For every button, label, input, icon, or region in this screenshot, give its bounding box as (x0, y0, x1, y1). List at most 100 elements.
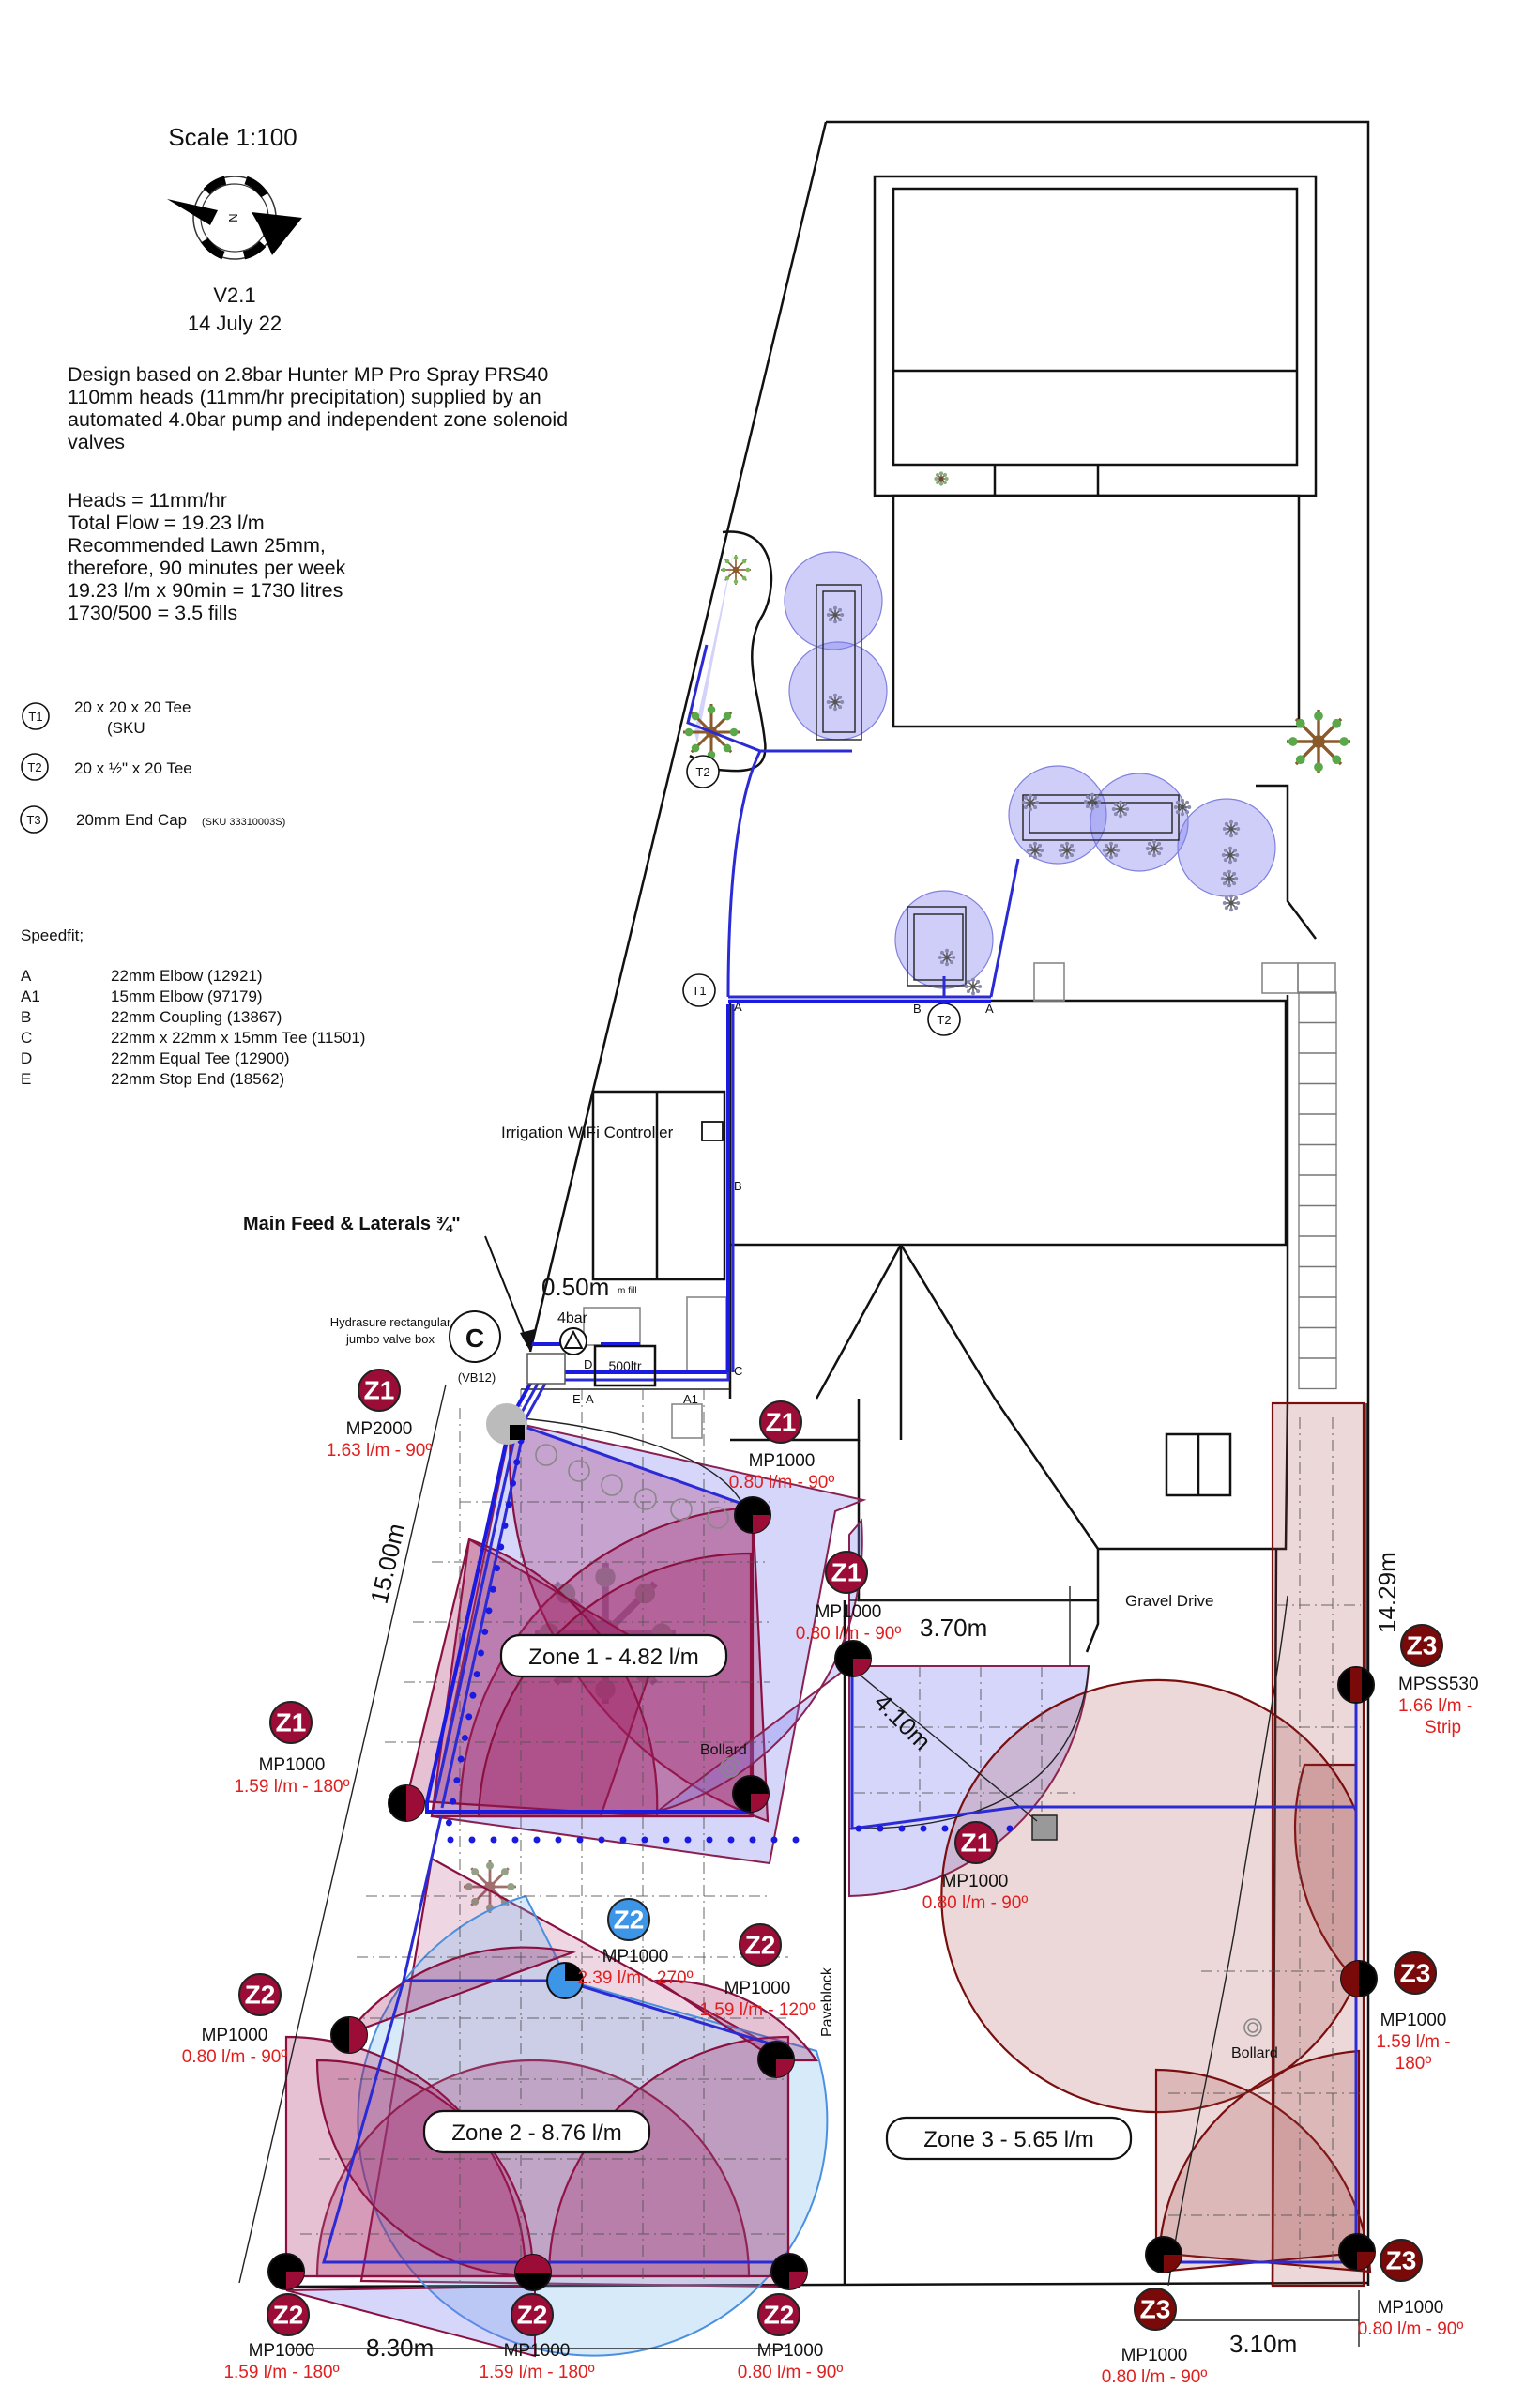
calc-line: Total Flow = 19.23 l/m (68, 512, 265, 534)
sprinkler-head-icon (732, 1775, 770, 1813)
svg-text:A: A (586, 1392, 594, 1406)
sprinkler-head-icon (757, 2041, 795, 2078)
svg-text:T3: T3 (26, 813, 40, 827)
tree-icon (721, 555, 751, 585)
north-arrow-icon: N (167, 176, 302, 260)
fill-dimension: 0.50m (541, 1273, 609, 1301)
sprinkler-head-icon (1338, 2233, 1376, 2271)
svg-text:Hydrasure rectangular: Hydrasure rectangular (330, 1315, 451, 1329)
zone-badge-label: Z2 (745, 1931, 776, 1960)
svg-text:T2: T2 (937, 1013, 951, 1027)
tree-icon (1173, 798, 1192, 817)
zone-badge-label: Z1 (766, 1408, 797, 1437)
calc-line: Recommended Lawn 25mm, (68, 534, 326, 557)
zone-badge (1134, 2288, 1177, 2331)
tree-icon (1102, 841, 1121, 860)
dimension-15m: 15.00m (365, 1521, 411, 1606)
pump-label: 4bar (557, 1310, 588, 1326)
zone-badge (1380, 2239, 1423, 2282)
head-flow: 1.59 l/m - 120º (699, 2000, 815, 2020)
design-notes: Design based on 2.8bar Hunter MP Pro Spr… (68, 363, 568, 453)
svg-text:(SKU 33310003S): (SKU 33310003S) (202, 817, 285, 828)
dimension-3-70m: 3.70m (920, 1614, 987, 1642)
tree-icon (1220, 869, 1239, 888)
tree-icon (826, 605, 845, 624)
pipe-network (322, 644, 1358, 2264)
zone-badge (954, 1821, 998, 1864)
planting-areas (784, 551, 1317, 989)
calculations: Heads = 11mm/hr Total Flow = 19.23 l/m R… (68, 489, 346, 624)
head-flow: 1.59 l/m - (1376, 2032, 1450, 2052)
tree-icon (1026, 841, 1044, 860)
speedfit-code: C (21, 1029, 32, 1047)
sprinkler-heads (267, 1496, 1378, 2291)
tree-icon (1222, 894, 1241, 912)
svg-text:Zone 2 - 8.76 l/m: Zone 2 - 8.76 l/m (451, 2120, 621, 2146)
zone3-coverage (940, 1401, 1372, 2288)
sprinkler-head-icon (267, 2253, 305, 2290)
tree-icon (1222, 819, 1241, 838)
svg-text:(SKU: (SKU (107, 719, 145, 737)
tree-icon (934, 471, 949, 486)
tee-marker-t1: T1 (682, 973, 716, 1007)
controller-label: Irrigation WiFi Controller (501, 1124, 674, 1141)
tree-icon (1287, 710, 1350, 773)
head-model: MP1000 (602, 1947, 669, 1967)
zone-badge (739, 1923, 782, 1967)
tee-marker-t2: T2 (686, 755, 720, 788)
zone-badge-label: Z2 (517, 2301, 548, 2330)
tee-marker-t2: T2 (927, 1003, 961, 1036)
dimension-8-30m: 8.30m (366, 2334, 434, 2362)
svg-text:A1: A1 (683, 1392, 698, 1406)
sprinkler-head-icon (834, 1640, 872, 1677)
tree-icon (1221, 846, 1240, 865)
gravel-drive-label: Gravel Drive (1125, 1592, 1213, 1610)
zone-badge (759, 1400, 802, 1444)
drain-icon (1031, 1814, 1058, 1841)
zone-badge (267, 2293, 310, 2336)
head-model: MP2000 (346, 1419, 413, 1439)
zone-badge (1394, 1951, 1437, 1995)
speedfit-desc: 22mm Equal Tee (12900) (111, 1049, 290, 1067)
svg-text:Zone 1 - 4.82 l/m: Zone 1 - 4.82 l/m (528, 1645, 698, 1670)
zone-badge (1400, 1624, 1443, 1667)
svg-text:C: C (734, 1364, 742, 1378)
head-flow: 2.39 l/m - 270º (577, 1968, 693, 1988)
dimension-3-10m: 3.10m (1229, 2330, 1297, 2358)
svg-text:20 x 20 x 20 Tee: 20 x 20 x 20 Tee (74, 698, 191, 716)
tree-icon (964, 977, 983, 996)
design-note-line: 110mm heads (11mm/hr precipitation) supp… (68, 386, 541, 408)
bollard-label: Bollard (700, 1742, 747, 1758)
zone-badge-label: Z2 (273, 2301, 304, 2330)
head-model: MP1000 (1121, 2346, 1188, 2365)
svg-text:Zone 3 - 5.65 l/m: Zone 3 - 5.65 l/m (923, 2127, 1093, 2152)
svg-text:D: D (584, 1357, 592, 1371)
svg-text:T2: T2 (695, 765, 709, 779)
head-flow: 0.80 l/m - 90º (729, 1473, 835, 1492)
zone-label-1: Zone 1 - 4.82 l/m (499, 1633, 728, 1678)
svg-text:T1: T1 (692, 984, 706, 998)
tee-legend-t2: T2 20 x ½" x 20 Tee (21, 753, 192, 781)
head-flow: 1.59 l/m - 180º (234, 1777, 349, 1797)
fitting-labels: A B A B C D E A A1 T1 T2 T2 (572, 755, 994, 1406)
sprinkler-head-icon (1145, 2236, 1182, 2273)
head-flow: 1.59 l/m - 180º (479, 2363, 594, 2382)
date-label: 14 July 22 (188, 312, 282, 335)
tank-label: 500ltr (608, 1358, 641, 1373)
head-flow: 1.66 l/m - (1398, 1696, 1472, 1716)
speedfit-title: Speedfit; (21, 926, 84, 944)
